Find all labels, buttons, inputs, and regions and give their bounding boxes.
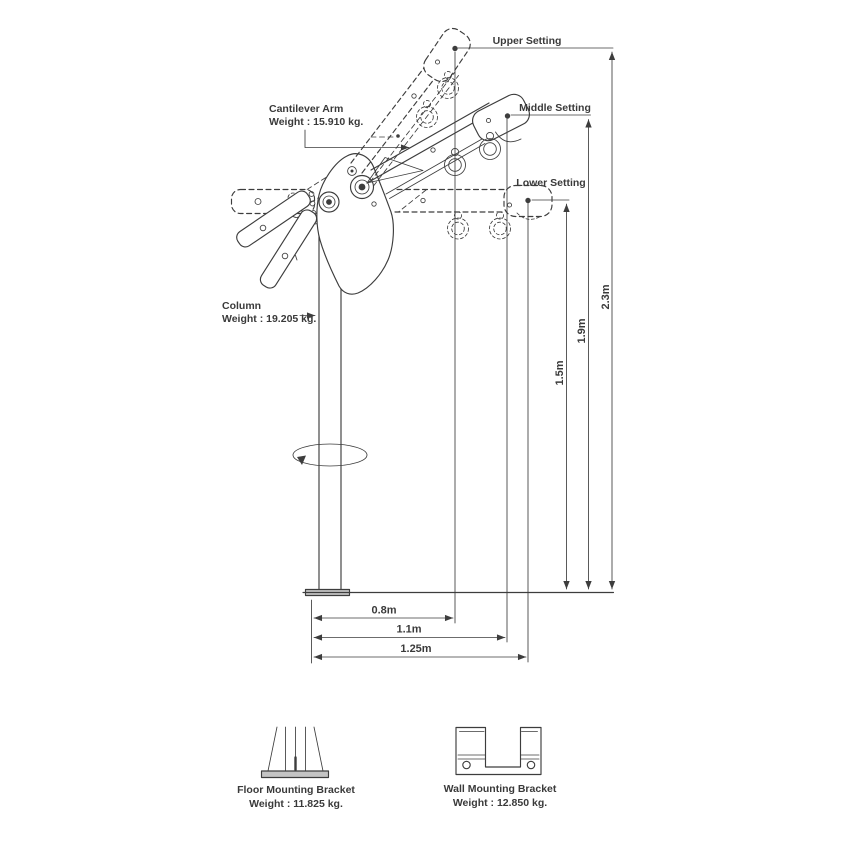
cantilever-arm-label: Cantilever Arm: [269, 103, 343, 115]
reach-lower-value: 1.25m: [400, 643, 431, 655]
floor-bracket-weight: Weight : 11.825 kg.: [249, 798, 343, 810]
reach-upper-value: 0.8m: [371, 605, 396, 617]
reach-middle-value: 1.1m: [396, 624, 421, 636]
floor-mounting-bracket: Floor Mounting Bracket Weight : 11.825 k…: [237, 726, 355, 810]
column-callout: Column Weight : 19.205 kg.: [222, 300, 316, 325]
height-lower-value: 1.5m: [554, 360, 566, 385]
cantilever-arm-weight: Weight : 15.910 kg.: [269, 116, 363, 128]
hub-plate: [316, 153, 394, 295]
lower-setting-label: Lower Setting: [516, 177, 585, 189]
reach-dimensions: 0.8m 1.1m 1.25m: [311, 599, 527, 664]
middle-setting-label: Middle Setting: [519, 102, 591, 114]
height-upper-value: 2.3m: [600, 284, 612, 309]
handle-lever-position-1: [236, 190, 311, 248]
wall-bracket-weight: Weight : 12.850 kg.: [453, 797, 547, 809]
cantilever-arm-middle-setting: [366, 93, 530, 199]
height-dimensions: 1.5m 1.9m 2.3m: [554, 51, 616, 590]
upper-setting-label: Upper Setting: [493, 35, 562, 47]
hanging-ring: [416, 99, 438, 128]
setting-labels: Upper Setting Middle Setting Lower Setti…: [457, 35, 614, 201]
height-middle-value: 1.9m: [576, 318, 588, 343]
cantilever-arm-callout: Cantilever Arm Weight : 15.910 kg.: [269, 103, 410, 151]
wall-bracket-label: Wall Mounting Bracket: [444, 783, 557, 795]
projection-lines: [302, 51, 615, 663]
hanging-ring: [447, 211, 469, 240]
cantilever-arm-lower-setting: [394, 184, 553, 240]
bolt-hole: [462, 760, 471, 770]
handle-lever-position-2: [259, 209, 318, 289]
column-label: Column: [222, 300, 261, 312]
cantilever-arm-upper-setting: [350, 27, 471, 187]
rotation-indicator: [292, 443, 368, 467]
wall-mounting-bracket: Wall Mounting Bracket Weight : 12.850 kg…: [444, 726, 557, 809]
bolt-hole: [526, 760, 536, 770]
column-weight: Weight : 19.205 kg.: [222, 313, 316, 325]
floor-bracket-label: Floor Mounting Bracket: [237, 784, 355, 796]
